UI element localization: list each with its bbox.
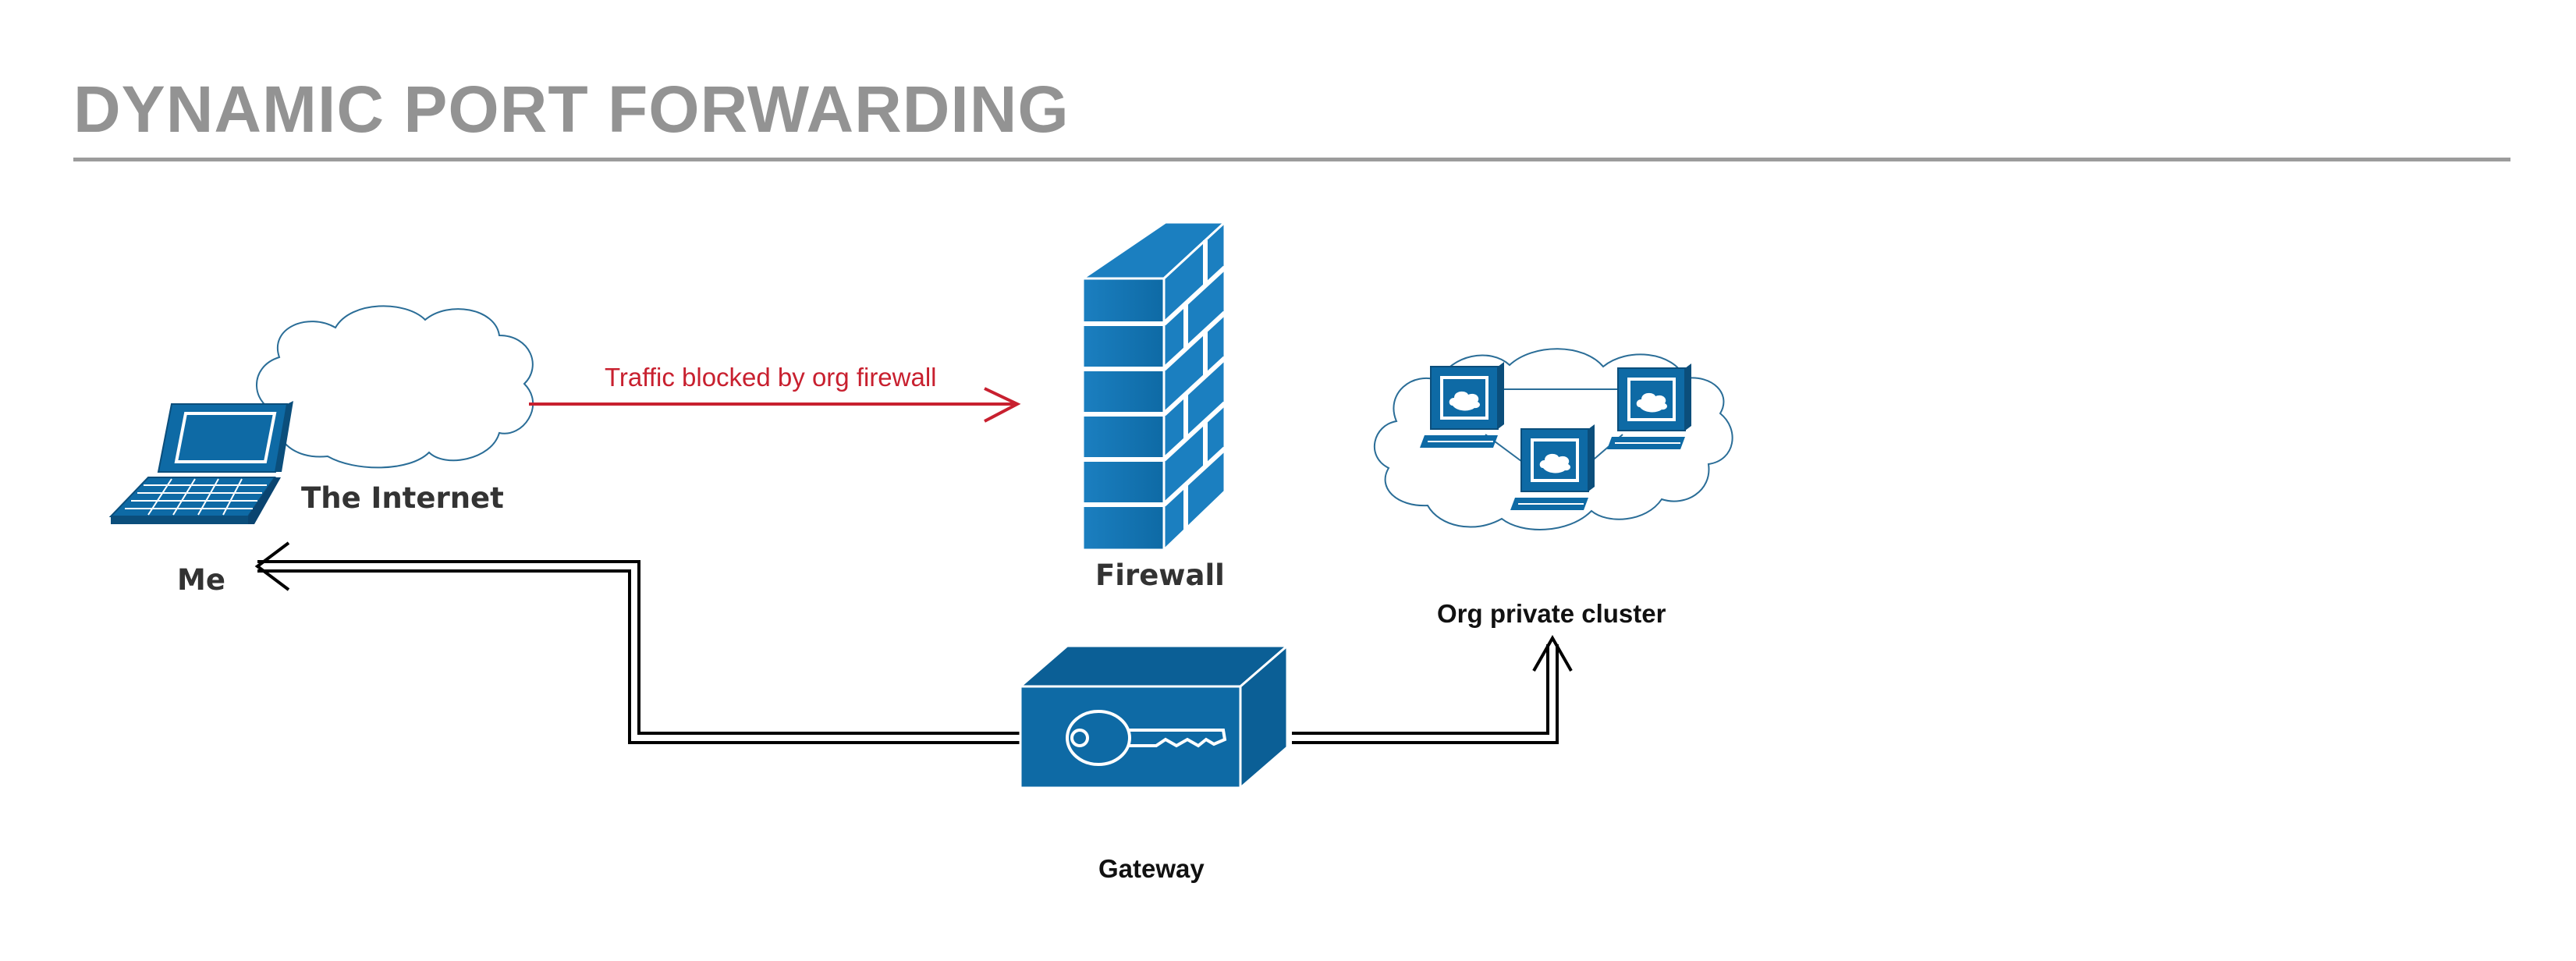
title-divider [73,158,2510,161]
page-title: DYNAMIC PORT FORWARDING [73,73,1070,146]
me-label: Me [177,563,225,597]
cluster-server-left-icon [1420,362,1504,448]
gateway-label: Gateway [1098,854,1205,883]
cluster-label: Org private cluster [1437,599,1666,628]
blocked-traffic-arrow [529,387,1021,423]
firewall-label: Firewall [1095,559,1225,592]
cluster-server-right-icon [1607,363,1691,449]
key-icon [1066,710,1227,766]
tunnel-to-cluster-connector [1292,634,1573,744]
internet-label: The Internet [301,481,504,515]
internet-cloud-icon [256,305,534,469]
tunnel-to-me-connector [254,541,1020,744]
firewall-icon [1079,219,1228,553]
gateway-key-box-icon [1017,643,1291,791]
cluster-server-center-icon [1510,424,1595,510]
laptop-icon [108,401,293,524]
blocked-traffic-label: Traffic blocked by org firewall [605,363,937,392]
